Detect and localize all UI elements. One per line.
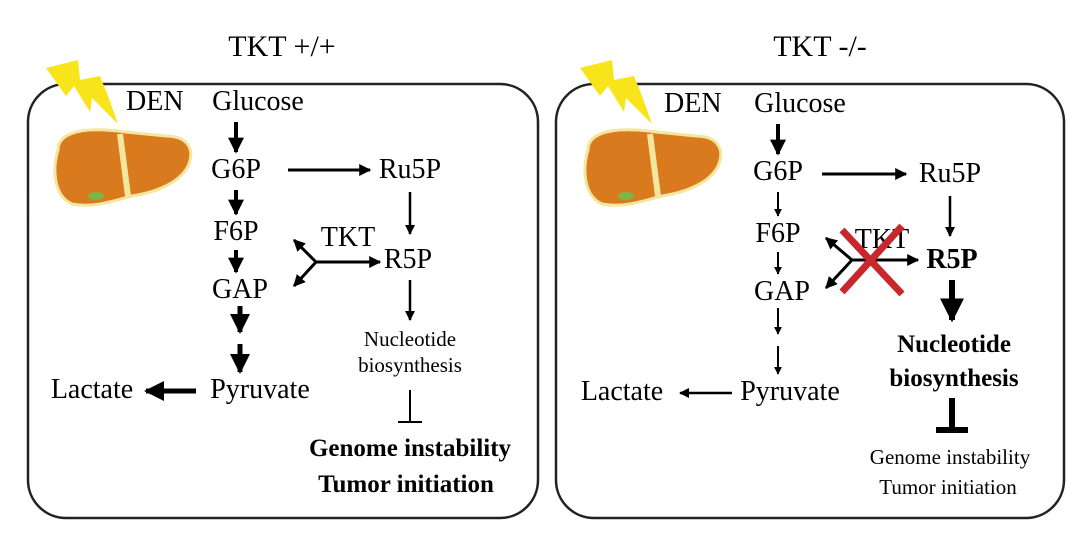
liver-icon [583, 128, 723, 207]
outcome-line1: Genome instability [309, 435, 512, 462]
nucleotide-label-line1: Nucleotide [897, 331, 1011, 358]
arrow-tkt-f6p [825, 236, 853, 262]
lactate-label: Lactate [51, 374, 133, 405]
panel-title: TKT +/+ [228, 30, 335, 63]
tkt-label: TKT [321, 222, 375, 253]
nucleotide-label-line2: biosynthesis [358, 353, 462, 377]
ru5p-label: Ru5P [919, 158, 981, 189]
inhibition-bold [936, 398, 968, 433]
outcome-line2: Tumor initiation [879, 475, 1017, 499]
arrow-tkt-gap [292, 260, 318, 288]
panel-frame [26, 82, 540, 520]
pyruvate-label: Pyruvate [740, 376, 840, 407]
f6p-label: F6P [755, 218, 800, 249]
panel-title: TKT -/- [773, 30, 867, 63]
gap-label: GAP [754, 276, 810, 307]
lightning-bolt-icon [580, 60, 652, 124]
panel-wildtype: TKT +/+ DEN Glucose G6P F6P GAP Pyruvate… [26, 30, 540, 520]
glucose-label: Glucose [754, 88, 846, 119]
arrow-tkt-gap [824, 258, 854, 290]
g6p-label: G6P [753, 156, 803, 187]
glucose-label: Glucose [212, 86, 304, 117]
den-label: DEN [126, 86, 184, 117]
r5p-label: R5P [384, 244, 432, 275]
den-label: DEN [664, 88, 722, 119]
inhibition-thin [398, 390, 422, 423]
arrow-tkt-f6p [292, 238, 318, 264]
f6p-label: F6P [213, 216, 258, 247]
g6p-label: G6P [211, 154, 261, 185]
outcome-line2: Tumor initiation [318, 471, 494, 498]
panel-frame [554, 82, 1066, 520]
outcome-line1: Genome instability [870, 445, 1031, 469]
liver-icon [53, 128, 193, 207]
r5p-label: R5P [926, 244, 977, 275]
nucleotide-label-line1: Nucleotide [364, 327, 456, 351]
lactate-label: Lactate [581, 376, 663, 407]
gap-label: GAP [212, 274, 268, 305]
panel-knockout: TKT -/- DEN Glucose G6P F6P GAP Pyruvate… [554, 30, 1066, 520]
lightning-bolt-icon [46, 60, 118, 124]
pyruvate-label: Pyruvate [210, 374, 310, 405]
red-cross-icon [839, 223, 905, 297]
nucleotide-label-line2: biosynthesis [889, 365, 1018, 392]
ru5p-label: Ru5P [379, 154, 441, 185]
